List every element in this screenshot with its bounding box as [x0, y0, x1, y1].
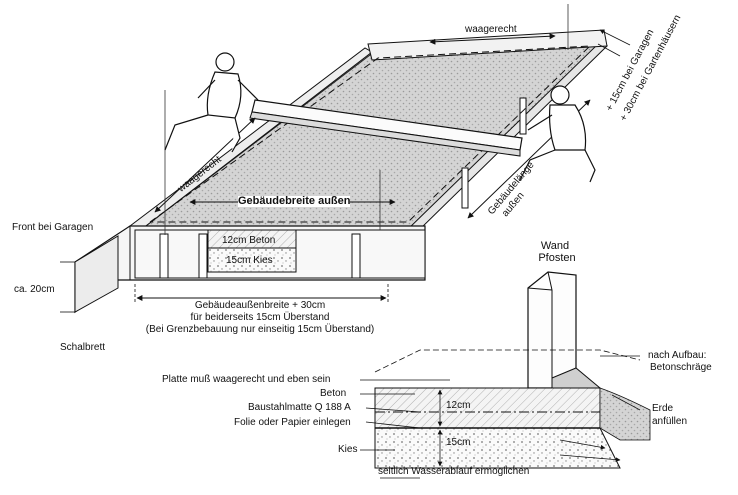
wasserablauf-label: seitlich Wasserablauf ermoglichen: [378, 466, 530, 477]
nach-aufbau-label: nach Aufbau:: [648, 350, 707, 361]
waagerecht-top-label: waagerecht: [465, 24, 517, 35]
kies-label: Kies: [338, 444, 358, 455]
worker-left-figure: [164, 52, 259, 153]
betonschraege-label: Betonschräge: [650, 362, 712, 373]
schalbrett-label: Schalbrett: [60, 342, 106, 353]
gebaeudebreite-label: Gebäudebreite außen: [238, 195, 351, 207]
ca-20cm-label: ca. 20cm: [14, 284, 55, 295]
worker-right-figure: [519, 85, 596, 183]
beton-label: Beton: [320, 388, 347, 399]
folie-label: Folie oder Papier einlegen: [234, 417, 351, 428]
aussenbreite-line-1: Gebäudeaußenbreite + 30cm: [194, 300, 326, 311]
front-garagen-label: Front bei Garagen: [12, 222, 94, 233]
stahlmatte-label: Baustahlmatte Q 188 A: [248, 402, 351, 413]
platte-label: Platte muß waagerecht und eben sein: [162, 374, 331, 385]
beton-12-label: 12cm Beton: [222, 235, 276, 246]
cross-section-detail: [360, 271, 651, 479]
kies-15-label: 15cm Kies: [226, 255, 273, 266]
aussenbreite-line-2: für beiderseits 15cm Überstand: [190, 312, 330, 323]
aussenbreite-line-3: (Bei Grenzbebauung nur einseitig 15cm Üb…: [145, 324, 375, 335]
wand-label: Wand: [540, 240, 570, 252]
dim-15cm-label: 15cm: [446, 437, 471, 448]
erde-label: Erde: [652, 403, 674, 414]
dim-12cm-label: 12cm: [446, 400, 471, 411]
pfosten-label: Pfosten: [538, 252, 576, 264]
anfuellen-label: anfüllen: [652, 416, 688, 427]
